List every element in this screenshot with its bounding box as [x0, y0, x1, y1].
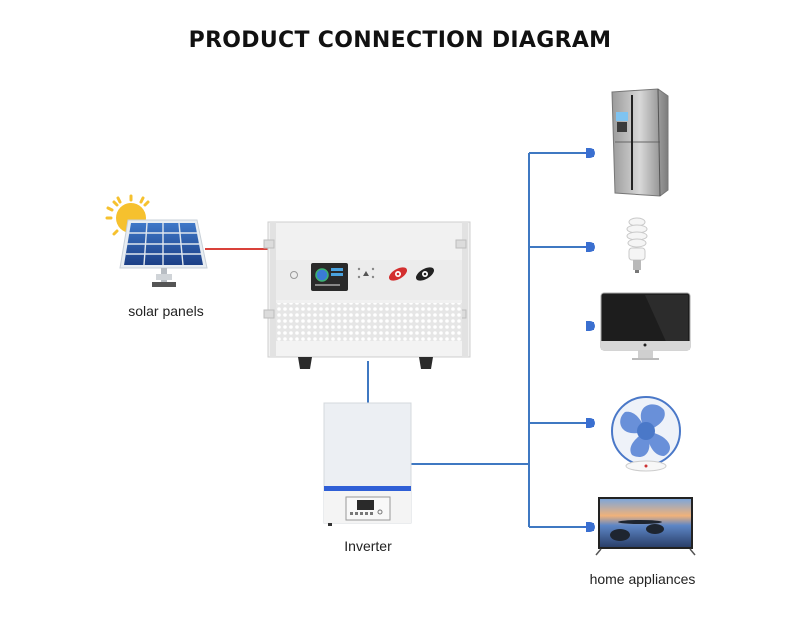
tv-icon [595, 497, 696, 556]
refrigerator-icon [611, 88, 669, 197]
solar-panel-icon [105, 194, 208, 287]
plug-icon [583, 522, 595, 532]
plug-icon [583, 418, 595, 428]
battery-unit-icon [263, 221, 471, 369]
plug-icons [583, 148, 595, 532]
fan-icon [611, 396, 681, 472]
negative-terminal [415, 267, 435, 281]
plug-icon [583, 242, 595, 252]
monitor-icon [600, 292, 691, 360]
solar-panels-label: solar panels [128, 303, 204, 319]
light-bulb-icon [626, 217, 648, 273]
plug-icon [583, 148, 595, 158]
home-appliances-label: home appliances [589, 571, 696, 587]
inverter-label: Inverter [344, 538, 392, 554]
positive-terminal [388, 267, 408, 281]
page-title: PRODUCT CONNECTION DIAGRAM [188, 28, 612, 53]
plug-icon [586, 321, 595, 331]
connection-lines [205, 152, 583, 528]
inverter-icon [323, 402, 412, 526]
